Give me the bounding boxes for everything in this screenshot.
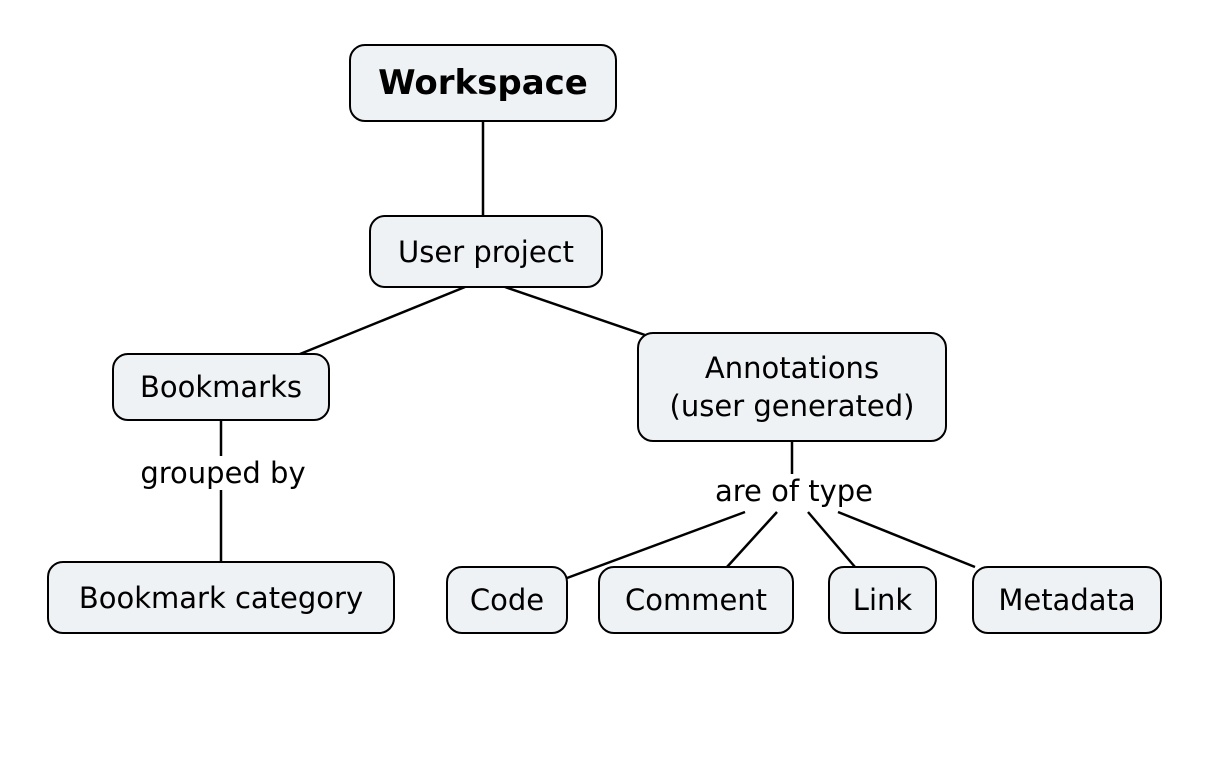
node-annotations[interactable]: Annotations (user generated) xyxy=(637,332,947,442)
edge-user-project-bookmarks xyxy=(299,285,466,356)
node-annotations-label: Annotations (user generated) xyxy=(669,351,915,423)
node-bookmark-category-label: Bookmark category xyxy=(78,580,364,615)
link-label-are-of-type: are of type xyxy=(700,474,888,508)
node-metadata-label: Metadata xyxy=(998,583,1136,617)
edge-type-comment xyxy=(726,511,778,568)
node-code-label: Code xyxy=(469,583,545,617)
node-code[interactable]: Code xyxy=(446,566,568,634)
edge-type-link xyxy=(807,511,856,568)
node-link[interactable]: Link xyxy=(828,566,937,634)
node-bookmarks-label: Bookmarks xyxy=(139,370,303,404)
node-user-project-label: User project xyxy=(398,234,574,269)
edge-type-metadata xyxy=(837,510,976,569)
node-comment-label: Comment xyxy=(624,583,768,617)
node-metadata[interactable]: Metadata xyxy=(972,566,1162,634)
node-bookmarks[interactable]: Bookmarks xyxy=(112,353,330,421)
edge-user-project-annotations xyxy=(504,285,646,337)
node-workspace[interactable]: Workspace xyxy=(349,44,617,122)
node-bookmark-category[interactable]: Bookmark category xyxy=(47,561,395,634)
link-label-grouped-by: grouped by xyxy=(128,456,318,490)
node-workspace-label: Workspace xyxy=(378,63,588,103)
edge-type-code xyxy=(566,510,746,580)
node-comment[interactable]: Comment xyxy=(598,566,794,634)
node-link-label: Link xyxy=(852,583,913,617)
node-user-project[interactable]: User project xyxy=(369,215,603,288)
